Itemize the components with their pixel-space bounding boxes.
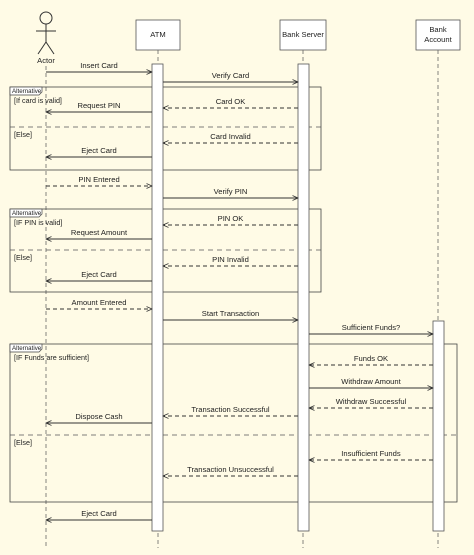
message: Funds OK <box>309 354 433 365</box>
alt-fragment: Alternative[If card is valid] [Else] <box>9 86 322 171</box>
actor-label: Actor <box>37 56 55 65</box>
message-label: Withdraw Amount <box>341 377 401 386</box>
message-label: Eject Card <box>81 509 116 518</box>
message: PIN OK <box>163 214 298 225</box>
alt-fragment-frame <box>9 343 458 503</box>
message: Eject Card <box>46 270 152 281</box>
message: Card Invalid <box>163 132 298 143</box>
message: Card OK <box>163 97 298 108</box>
alt-fragment: Alternative[IF PIN is valid] [Else] <box>9 208 322 293</box>
message-label: Insert Card <box>80 61 118 70</box>
message: Amount Entered <box>46 298 152 309</box>
message-label: Eject Card <box>81 146 116 155</box>
message: Sufficient Funds? <box>309 323 433 334</box>
alt-fragment-tag-box <box>9 208 43 218</box>
message-label: Amount Entered <box>72 298 127 307</box>
message: Dispose Cash <box>46 412 152 423</box>
message-label: Dispose Cash <box>75 412 122 421</box>
alt-fragment-else: [Else] <box>14 130 32 139</box>
message: Transaction Unsuccessful <box>163 465 298 476</box>
message: Eject Card <box>46 509 152 520</box>
message: Withdraw Amount <box>309 377 433 388</box>
message-label: Transaction Unsuccessful <box>187 465 274 474</box>
message: Insufficient Funds <box>309 449 433 460</box>
server-activation-bar <box>297 63 310 532</box>
message-label: Verify PIN <box>214 187 248 196</box>
account-participant-box <box>415 19 461 51</box>
account-activation-bar <box>432 320 445 532</box>
message-label: Transaction Successful <box>191 405 270 414</box>
alt-fragment-tag: Alternative <box>12 210 42 217</box>
server-participant-label: Bank Server <box>282 30 324 39</box>
message-label: Request PIN <box>77 101 120 110</box>
alt-fragment-frame <box>9 208 322 293</box>
message-label: Start Transaction <box>202 309 259 318</box>
message-label: Funds OK <box>354 354 388 363</box>
message: PIN Entered <box>46 175 152 186</box>
atm-participant-label: ATM <box>150 30 165 39</box>
message-label: PIN Invalid <box>212 255 249 264</box>
message-label: Eject Card <box>81 270 116 279</box>
atm-activation-bar <box>151 63 164 532</box>
actor-figure-icon <box>36 11 56 55</box>
account-participant-label-2: Account <box>424 35 452 44</box>
alt-fragment-guard: [If card is valid] <box>14 96 62 105</box>
message: Transaction Successful <box>163 405 298 416</box>
message: Request PIN <box>46 101 152 112</box>
message-label: PIN OK <box>218 214 244 223</box>
message: Verify PIN <box>163 187 298 198</box>
alt-fragment-guard: [IF PIN is valid] <box>14 218 62 227</box>
alt-fragment-else: [Else] <box>14 438 32 447</box>
message-label: Sufficient Funds? <box>342 323 401 332</box>
message: Insert Card <box>46 61 152 72</box>
message: Request Amount <box>46 228 152 239</box>
message-label: Insufficient Funds <box>341 449 401 458</box>
message-label: PIN Entered <box>78 175 119 184</box>
alt-fragment-tag: Alternative <box>12 88 42 95</box>
message: Withdraw Successful <box>309 397 433 408</box>
alt-fragment-else: [Else] <box>14 253 32 262</box>
alt-fragment-frame <box>9 86 322 171</box>
message-label: Withdraw Successful <box>336 397 407 406</box>
message: Eject Card <box>46 146 152 157</box>
message-label: Request Amount <box>71 228 128 237</box>
alt-fragment-guard: [IF Funds are sufficient] <box>14 353 89 362</box>
alt-fragment-tag-box <box>9 343 43 353</box>
message-label: Card Invalid <box>210 132 251 141</box>
account-participant-label-1: Bank <box>429 25 447 34</box>
message-label: Verify Card <box>212 71 250 80</box>
server-participant-box <box>279 19 327 51</box>
message: Start Transaction <box>163 309 298 320</box>
alt-fragment-tag: Alternative <box>12 345 42 352</box>
alt-fragment: Alternative[IF Funds are sufficient] [Els… <box>9 343 458 503</box>
atm-participant-box <box>135 19 181 51</box>
alt-fragment-tag-box <box>9 86 43 96</box>
message: PIN Invalid <box>163 255 298 266</box>
message-label: Card OK <box>216 97 246 106</box>
message: Verify Card <box>163 71 298 82</box>
